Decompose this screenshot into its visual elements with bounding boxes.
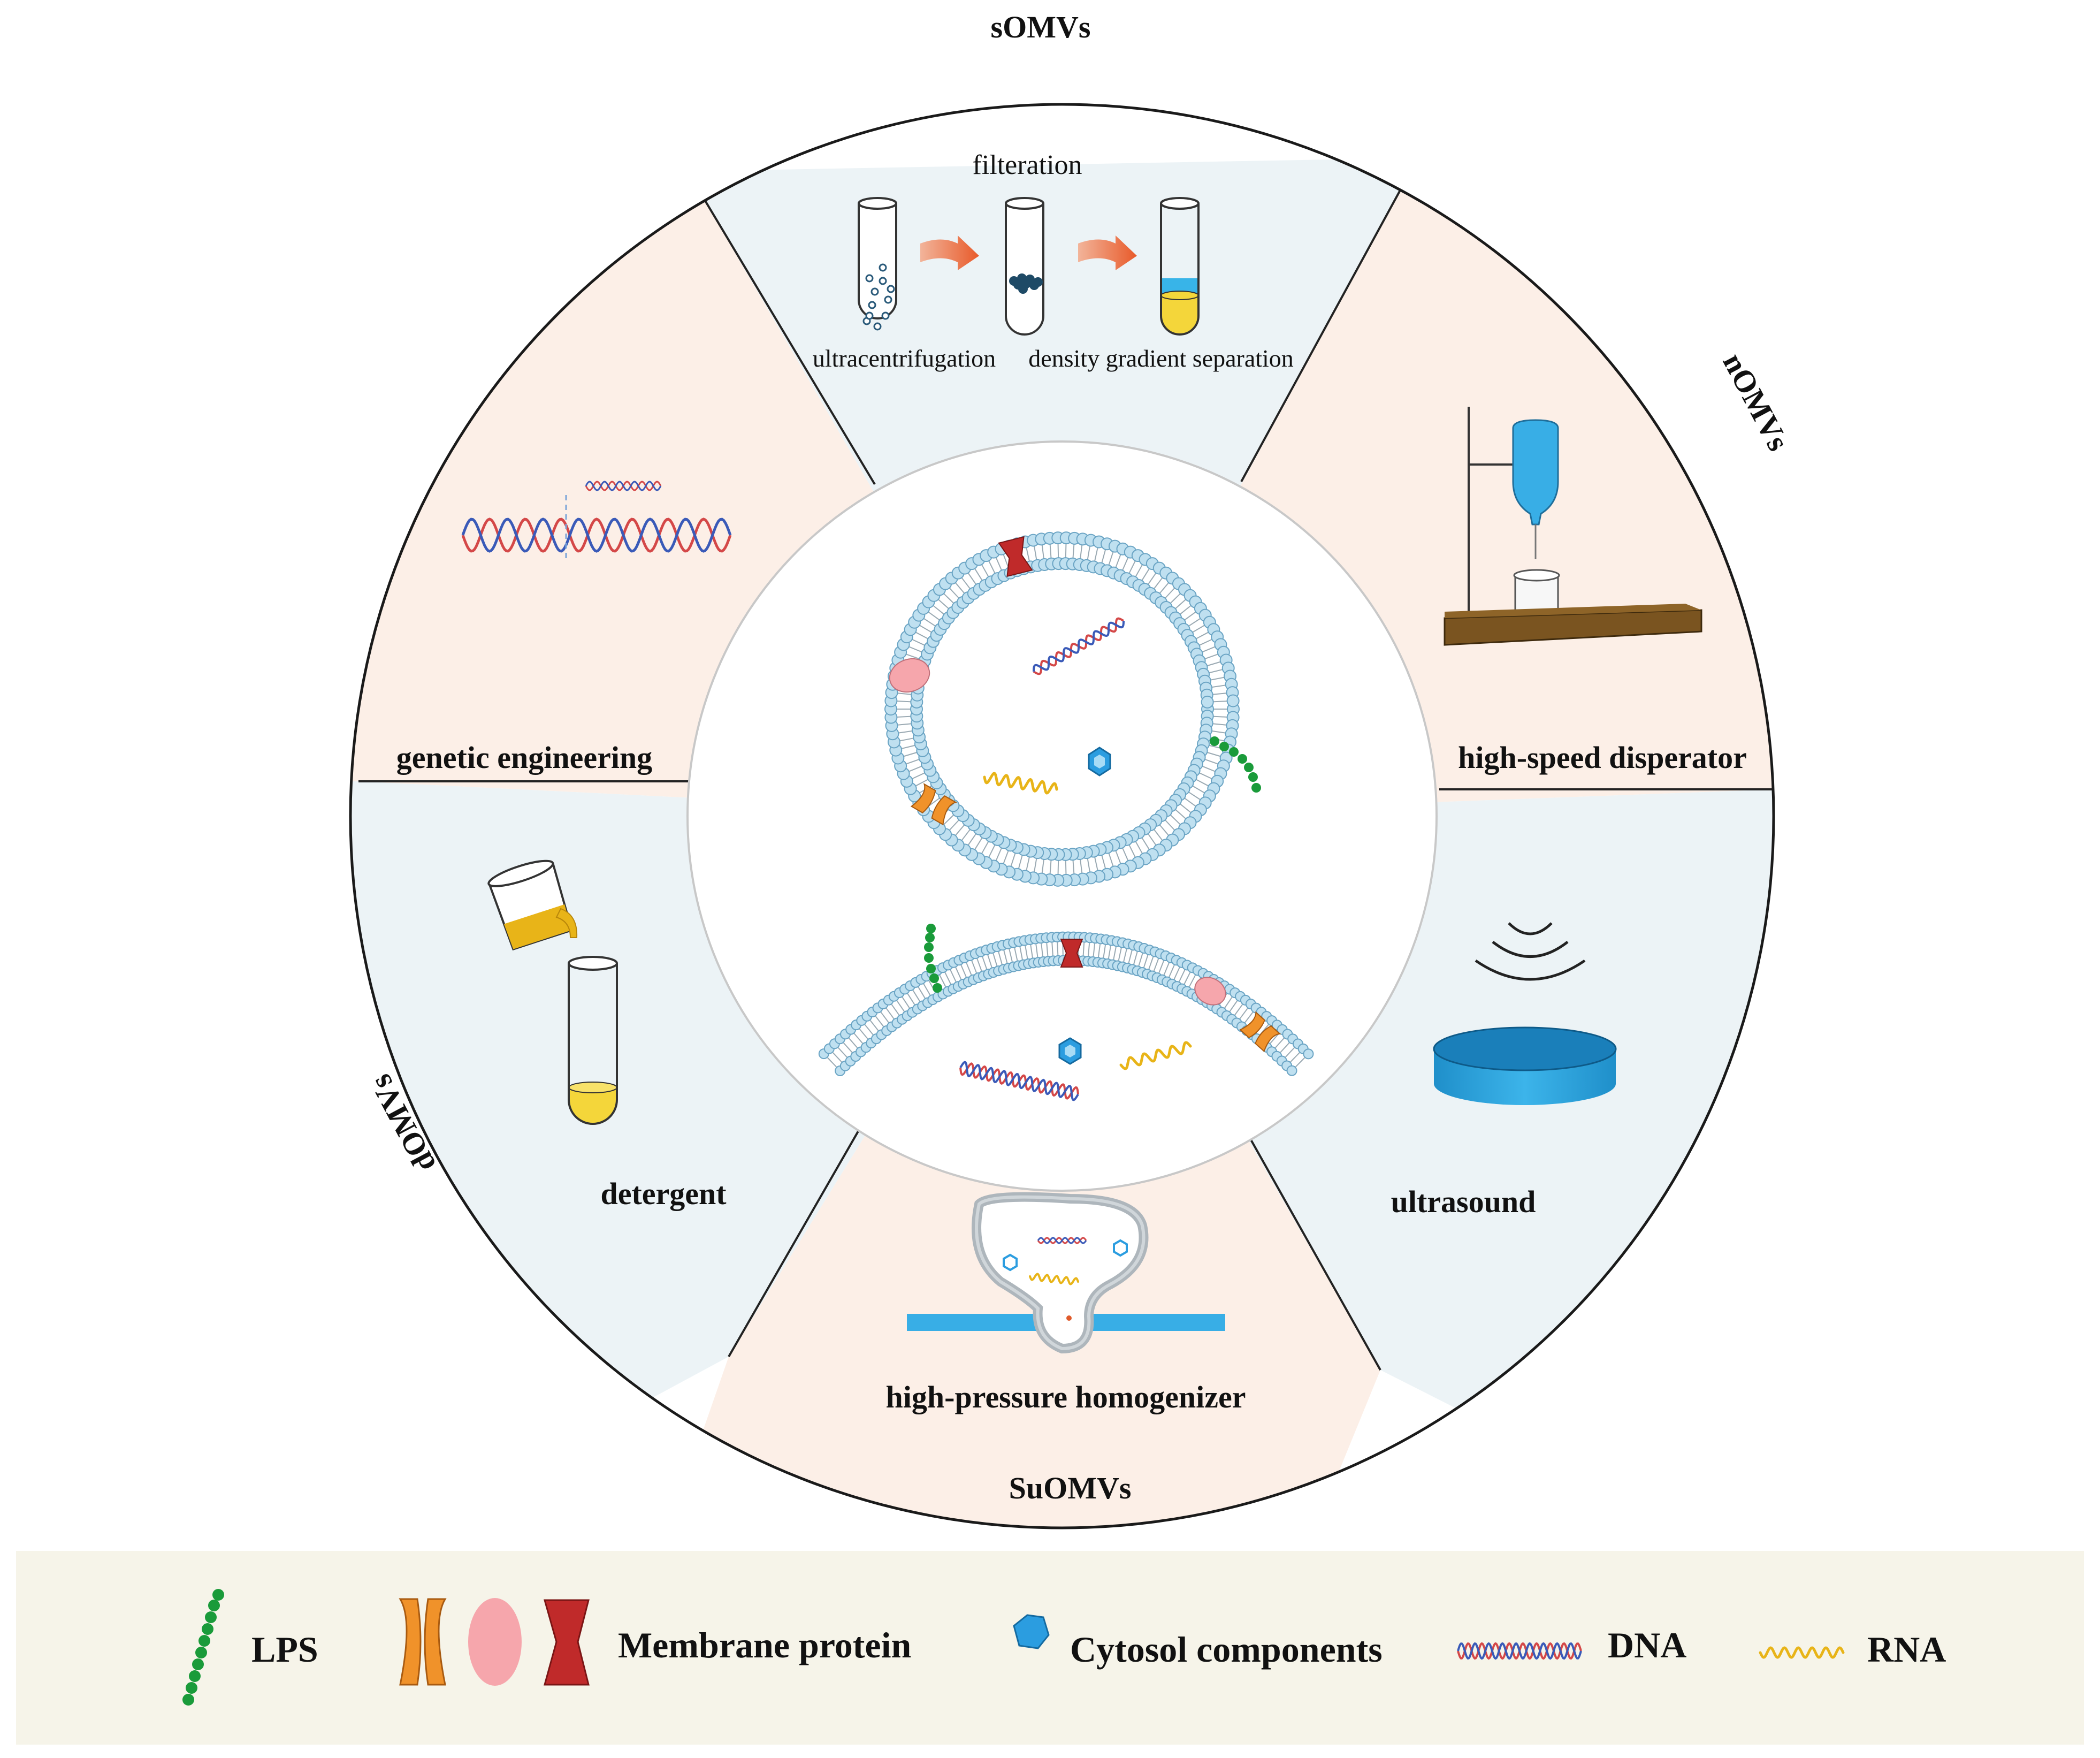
pink-protein-icon — [1194, 977, 1226, 1006]
legend-rna: RNA — [1867, 1629, 1946, 1670]
label-suomvs: SuOMVs — [1009, 1471, 1132, 1505]
legend-membrane-protein: Membrane protein — [618, 1625, 911, 1665]
label-genetic-engineering: genetic engineering — [396, 740, 652, 775]
arrow-icon — [920, 235, 979, 270]
dna-icon — [1457, 1642, 1582, 1660]
label-somvs: sOMVs — [991, 10, 1091, 44]
ultrasound-bath-icon — [1433, 1026, 1617, 1105]
orange-protein-icon — [910, 783, 958, 826]
legend-cytosol: Cytosol components — [1070, 1629, 1383, 1670]
test-tube-pellet — [1005, 197, 1044, 336]
dna-fragment-icon — [585, 481, 662, 491]
disperser-illustration: high-speed disperator — [1444, 407, 1747, 775]
label-detergent: detergent — [600, 1176, 727, 1211]
inner-circle — [686, 440, 1438, 1192]
orange-protein-icon — [1239, 1011, 1281, 1053]
arrow-icon — [1078, 235, 1137, 270]
label-ultrasound: ultrasound — [1391, 1184, 1536, 1219]
label-homogenizer: high-pressure homogenizer — [886, 1380, 1246, 1414]
pouring-beaker-icon — [487, 859, 574, 951]
label-high-speed-disperser: high-speed disperator — [1458, 740, 1747, 775]
omv-vesicle — [818, 531, 1314, 1101]
lps-icon — [182, 1589, 224, 1706]
detergent-illustration: detergent — [487, 859, 727, 1211]
legend-dna: DNA — [1608, 1625, 1686, 1665]
dna-double-helix-icon — [461, 517, 732, 553]
red-channel-protein-icon — [998, 536, 1033, 577]
pink-protein-icon — [889, 658, 930, 693]
sound-wave-icon — [1475, 922, 1586, 981]
genetic-engineering-illustration: genetic engineering — [396, 481, 732, 775]
test-tube-gradient — [1160, 197, 1200, 336]
filtration-illustration: filteration ultracentrifugation density … — [813, 150, 1294, 372]
label-nomvs: nOMVs — [1716, 347, 1796, 456]
pink-protein-icon — [468, 1598, 522, 1686]
rna-icon — [1759, 1646, 1845, 1659]
label-ultracentrifugation: ultracentrifugation — [813, 345, 996, 372]
legend-background — [16, 1551, 2084, 1745]
cytosol-icon — [1013, 1614, 1050, 1649]
test-tube-detergent — [568, 956, 618, 1125]
label-filtration: filteration — [972, 150, 1082, 180]
orange-protein-icon — [399, 1598, 447, 1686]
test-tube-particles — [858, 197, 897, 331]
red-channel-protein-icon — [544, 1599, 590, 1686]
legend: LPS Membrane protein Cytosol components … — [16, 1551, 2084, 1745]
homogenizer-illustration: high-pressure homogenizer — [886, 1192, 1246, 1414]
ultrasound-illustration: ultrasound — [1391, 922, 1617, 1219]
label-density-gradient: density gradient separation — [1028, 345, 1294, 372]
disperser-head-icon — [1512, 419, 1559, 526]
legend-lps: LPS — [251, 1629, 318, 1670]
red-channel-protein-icon — [1060, 939, 1083, 968]
